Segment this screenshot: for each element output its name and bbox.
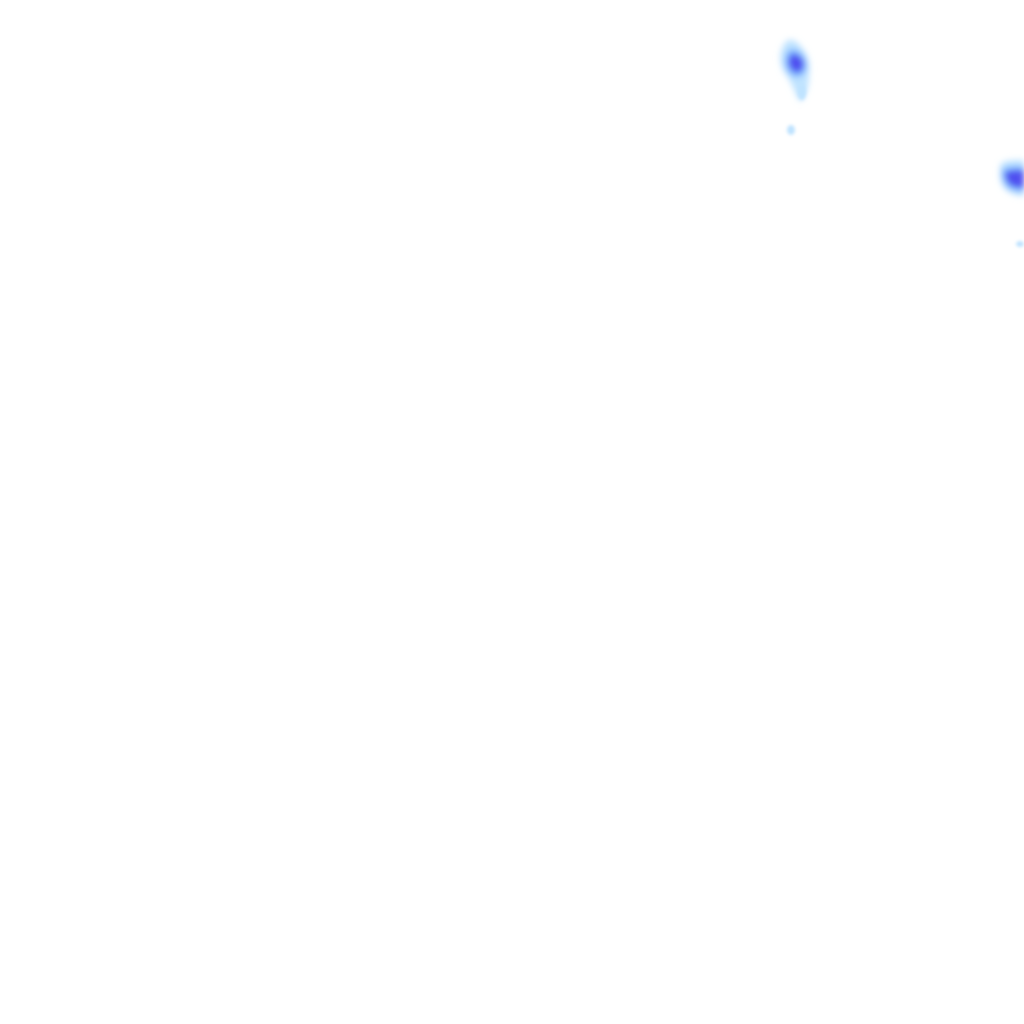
radar-echo-north-fleck bbox=[787, 125, 795, 135]
radar-echo-east bbox=[999, 160, 1024, 196]
radar-echo-north-tail bbox=[798, 84, 806, 100]
radar-echo-east-fleck bbox=[1016, 241, 1024, 247]
